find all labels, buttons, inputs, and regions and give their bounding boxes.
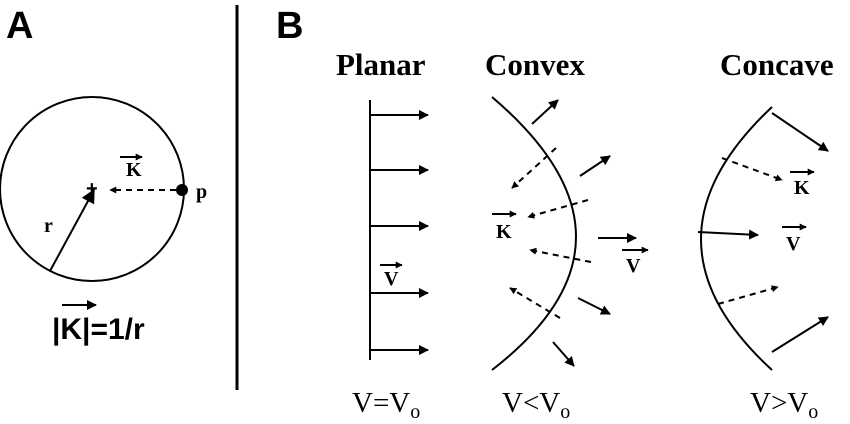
concave-title: Concave xyxy=(720,47,834,82)
convex-velocity-arrow xyxy=(577,297,611,315)
convex-v-label: V xyxy=(626,255,641,277)
radius-arrow xyxy=(49,188,95,272)
convex-curvature-vector xyxy=(527,199,589,219)
convex-front: Convex K V V<Vo xyxy=(485,47,649,423)
point-p-label: p xyxy=(196,181,207,203)
point-p xyxy=(176,184,188,196)
concave-k-label: K xyxy=(794,177,810,199)
convex-relation-main: V<V xyxy=(502,387,560,419)
concave-relation-main: V>V xyxy=(750,387,808,419)
radius-label: r xyxy=(44,215,53,237)
curvature-formula: |K|=1/r xyxy=(52,313,145,346)
convex-curvature-vector xyxy=(529,247,592,263)
planar-front: Planar V V=Vo xyxy=(336,47,429,423)
concave-v-label: V xyxy=(786,233,801,255)
convex-k-label: K xyxy=(496,221,512,243)
convex-velocity-arrow xyxy=(552,341,575,367)
k-label: K xyxy=(126,159,142,181)
concave-relation-sub: o xyxy=(808,401,818,423)
concave-velocity-arrow xyxy=(697,229,759,240)
concave-curvature-vector xyxy=(717,285,779,305)
convex-velocity-arrow xyxy=(531,99,559,125)
planar-relation-sub: o xyxy=(410,401,420,423)
planar-v-label: V xyxy=(384,268,399,290)
convex-curvature-vector xyxy=(509,287,561,319)
planar-title: Planar xyxy=(336,47,426,82)
concave-curvature-vector xyxy=(721,157,783,182)
panel-b: B Planar V V=Vo Convex xyxy=(276,5,834,423)
concave-velocity-arrow xyxy=(771,112,829,152)
convex-velocity-arrow xyxy=(579,155,611,177)
concave-front: Concave K V V>Vo xyxy=(697,47,834,423)
center-plus: + xyxy=(86,178,98,200)
convex-relation: V<Vo xyxy=(502,387,570,423)
panel-a-letter: A xyxy=(6,5,33,47)
panel-a: A r + p K |K|=1/r xyxy=(0,5,207,346)
convex-relation-sub: o xyxy=(560,401,570,423)
convex-title: Convex xyxy=(485,47,585,82)
concave-wavefront xyxy=(700,106,773,371)
panel-b-letter: B xyxy=(276,5,303,47)
planar-relation-main: V=V xyxy=(352,387,410,419)
convex-wavefront xyxy=(491,96,577,371)
convex-curvature-vector xyxy=(511,147,557,189)
planar-relation: V=Vo xyxy=(352,387,420,423)
concave-velocity-arrow xyxy=(771,316,829,353)
concave-relation: V>Vo xyxy=(750,387,818,423)
